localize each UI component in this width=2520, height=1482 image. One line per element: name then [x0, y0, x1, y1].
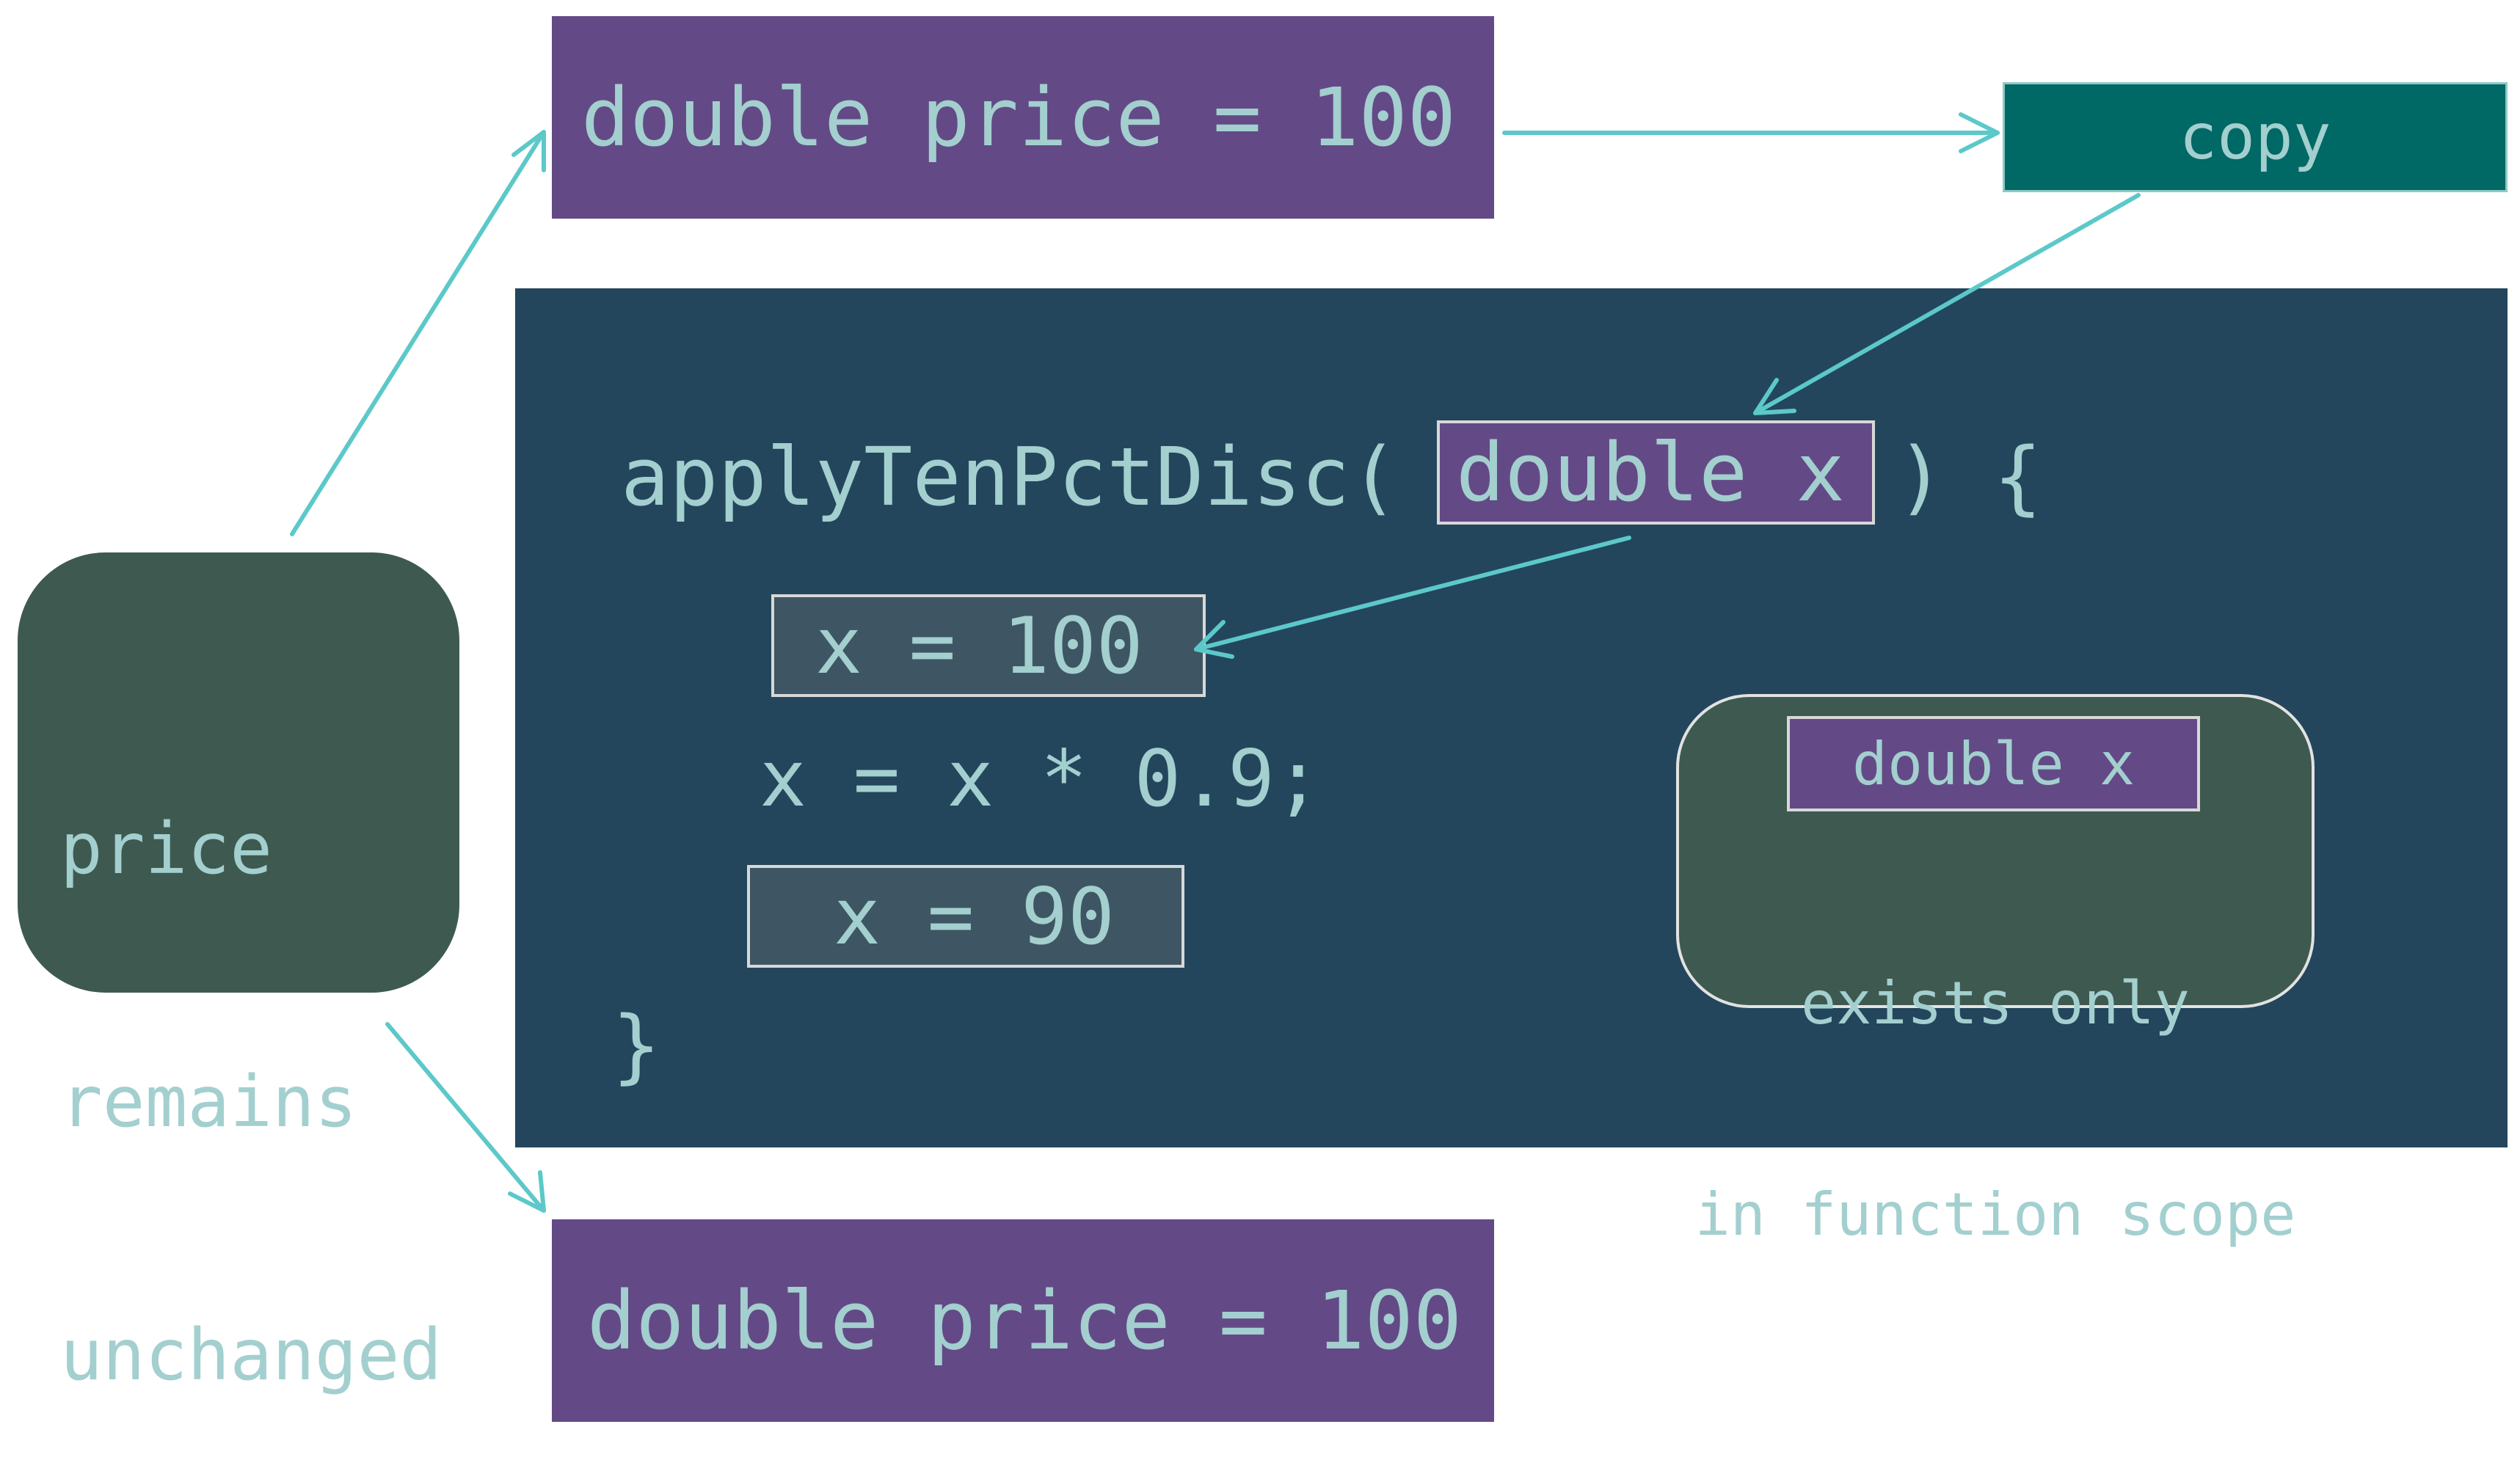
copy-label: copy	[2179, 101, 2331, 174]
price-remains-line: remains	[60, 1061, 357, 1143]
arrow-copy-to-parameter	[1753, 193, 2141, 415]
price-declaration-bottom-text: double price = 100	[587, 1274, 1463, 1368]
price-declaration-top: double price = 100	[552, 16, 1494, 219]
function-signature-open: ) {	[1896, 430, 2042, 524]
price-declaration-bottom: double price = 100	[552, 1219, 1494, 1422]
value-box-x-100-text: x = 100	[815, 600, 1143, 691]
arrow-note-to-price-bottom	[385, 1022, 546, 1213]
function-signature-name: applyTenPctDisc(	[621, 430, 1399, 524]
scope-note-line: in function scope	[1694, 1180, 2296, 1249]
price-remains-line: price	[60, 808, 272, 890]
arrow-note-to-price-top	[290, 130, 546, 536]
scope-parameter-box: double x	[1787, 716, 2200, 811]
function-parameter-text: double x	[1456, 426, 1845, 519]
function-close-brace: }	[612, 999, 661, 1092]
value-box-x-90-text: x = 90	[834, 871, 1115, 962]
scope-parameter-text: double x	[1851, 729, 2135, 798]
price-remains-note-box	[18, 552, 459, 993]
value-box-x-100: x = 100	[771, 594, 1206, 697]
scope-note-text: exists only in function scope	[1676, 828, 2315, 1321]
value-box-x-90: x = 90	[747, 865, 1184, 968]
discount-statement: x = x * 0.9;	[760, 734, 1322, 824]
price-remains-line: unchanged	[60, 1314, 443, 1396]
function-parameter-box: double x	[1437, 420, 1875, 525]
copy-node: copy	[2003, 82, 2508, 192]
price-declaration-top-text: double price = 100	[581, 70, 1457, 164]
price-remains-note-text: price remains unchanged	[60, 638, 442, 1482]
flow-arrows	[290, 112, 2141, 1213]
arrow-price-to-copy	[1502, 112, 2000, 153]
arrow-parameter-to-value	[1194, 536, 1631, 659]
scope-note-line: exists only	[1801, 969, 2190, 1037]
